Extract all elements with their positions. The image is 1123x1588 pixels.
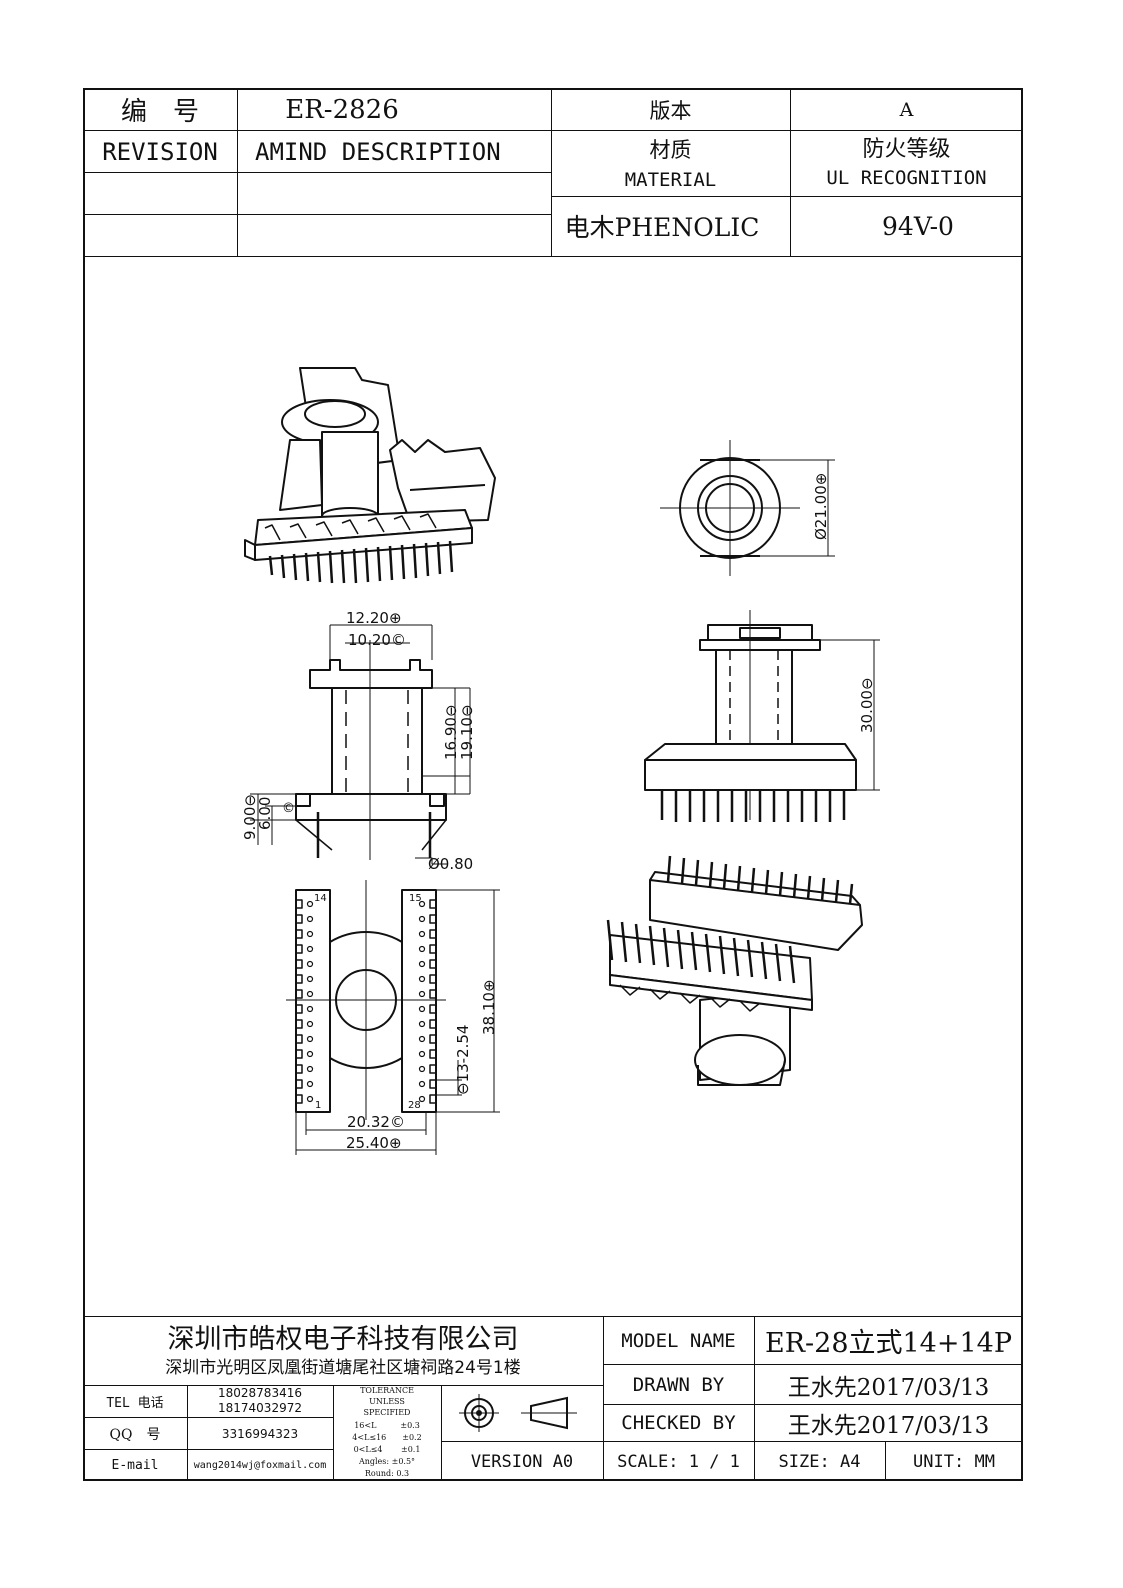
tolerance-row-5: Round: 0.3 <box>364 1468 410 1478</box>
tolerance-title-2: UNLESS <box>369 1397 405 1406</box>
tel-number-1: 18028783416 <box>218 1386 302 1400</box>
drawn-by-value: 王水先2017/03/13 <box>787 1374 990 1401</box>
email-value: wang2014wj@foxmail.com <box>193 1460 327 1471</box>
dim-width-2032: 20.32© <box>347 1113 405 1131</box>
pin-number-14: 14 <box>314 893 327 904</box>
fire-value: 94V-0 <box>882 211 954 241</box>
company-address: 深圳市光明区凤凰街道塘尾社区塘祠路24号1楼 <box>165 1357 521 1378</box>
dim-pin-080: Ø0.80 <box>428 855 473 873</box>
dim-height-600: 6.00 <box>256 797 274 830</box>
projection-circle-icon <box>459 1394 499 1432</box>
model-name-value: ER-28立式14+14P <box>764 1328 1013 1359</box>
tolerance-row-3: 0<L≤4 ±0.1 <box>353 1444 421 1454</box>
fire-label-cn: 防火等级 <box>862 137 951 162</box>
top-circle-view <box>660 440 835 576</box>
code-label: 编 号 <box>120 97 199 127</box>
version-label: 版本 <box>649 98 692 123</box>
dim-height-3000: 30.00⊖ <box>858 677 876 733</box>
dim-pin-pitch: ⊖13-2.54 <box>454 1025 472 1095</box>
fire-label-en: UL RECOGNITION <box>826 167 987 189</box>
material-label-cn: 材质 <box>649 138 692 162</box>
model-name-label: MODEL NAME <box>621 1329 736 1352</box>
dim-length-3810: 38.10⊕ <box>480 979 498 1035</box>
code-value: ER-2826 <box>285 94 399 125</box>
revision-label: REVISION <box>102 137 218 166</box>
dim-diameter-21: Ø21.00⊕ <box>812 473 830 540</box>
unit-label: UNIT: MM <box>913 1451 995 1472</box>
projection-cone-icon <box>521 1396 577 1430</box>
company-name: 深圳市皓权电子科技有限公司 <box>167 1323 519 1355</box>
isometric-view-top <box>244 367 496 584</box>
pin-number-28: 28 <box>408 1100 421 1111</box>
material-label-en: MATERIAL <box>624 169 717 191</box>
checked-by-label: CHECKED BY <box>621 1412 736 1434</box>
projection-symbol <box>459 1394 577 1432</box>
qq-value: 3316994323 <box>221 1426 299 1441</box>
version-value: A <box>899 98 914 121</box>
tolerance-row-4: Angles: ±0.5° <box>358 1456 416 1466</box>
pin-number-1: 1 <box>315 1100 321 1111</box>
drawn-by-label: DRAWN BY <box>632 1373 725 1396</box>
dim-width-1020: 10.20© <box>348 631 406 649</box>
isometric-view-bottom <box>606 855 863 1086</box>
amend-label: AMIND DESCRIPTION <box>255 137 501 166</box>
dim-c-mark: © <box>282 801 295 816</box>
dim-height-1910: 19.10⊖ <box>458 704 476 760</box>
front-view <box>250 624 471 865</box>
size-label: SIZE: A4 <box>778 1451 861 1472</box>
tel-number-2: 18174032972 <box>218 1401 302 1415</box>
tolerance-row-1: 16<L ±0.3 <box>354 1420 420 1430</box>
tolerance-title-3: SPECIFIED <box>363 1408 411 1417</box>
dim-width-2540: 25.40⊕ <box>346 1134 402 1152</box>
version-a0: VERSION A0 <box>470 1451 574 1472</box>
bottom-view <box>286 880 500 1155</box>
tolerance-row-2: 4<L≤16 ±0.2 <box>352 1432 422 1442</box>
email-label: E-mail <box>111 1458 159 1473</box>
dim-height-1690: 16.90⊖ <box>442 704 460 760</box>
material-value: 电木PHENOLIC <box>564 213 760 242</box>
tolerance-title-1: TOLERANCE <box>360 1386 414 1395</box>
tel-label: TEL 电话 <box>106 1396 164 1411</box>
side-view <box>644 610 880 822</box>
qq-label: QQ 号 <box>109 1426 161 1443</box>
dim-width-1220: 12.20⊕ <box>346 609 402 627</box>
scale-label: SCALE: 1 / 1 <box>617 1451 740 1472</box>
checked-by-value: 王水先2017/03/13 <box>787 1413 990 1439</box>
pin-number-15: 15 <box>409 893 422 904</box>
dim-height-900: 9.00⊖ <box>241 794 259 840</box>
